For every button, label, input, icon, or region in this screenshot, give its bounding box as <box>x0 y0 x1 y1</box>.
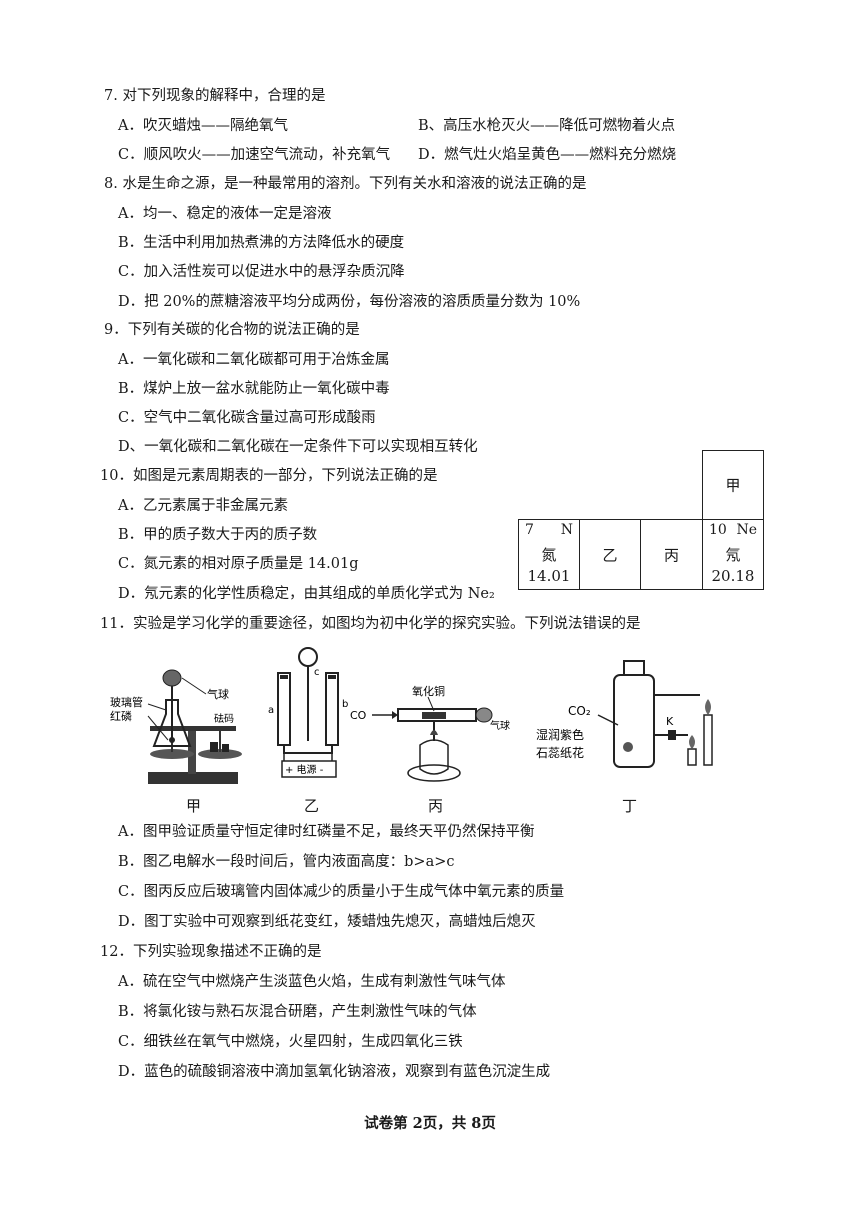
bing-co-label: CO <box>350 709 367 722</box>
q8-option-a: A．均一、稳定的液体一定是溶液 <box>118 206 332 222</box>
bing-cuo-label: 氧化铜 <box>412 685 445 698</box>
q9-option-b: B．煤炉上放一盆水就能防止一氧化碳中毒 <box>118 381 390 397</box>
yi-label-a: a <box>268 705 274 716</box>
figure-jia: 气球 玻璃管 红磷 砝码 <box>110 660 260 790</box>
figure-bing-drawing: CO 氧化铜 气球 <box>350 684 510 782</box>
q11-option-a: A．图甲验证质量守恒定律时红磷量不足，最终天平仍然保持平衡 <box>118 824 535 840</box>
ding-wet-label: 湿润紫色 <box>536 727 584 742</box>
q9-option-a: A．一氧化碳和二氧化碳都可用于冶炼金属 <box>118 352 390 368</box>
q10-option-d: D．氖元素的化学性质稳定，由其组成的单质化学式为 Ne₂ <box>118 586 495 602</box>
yi-label-c: c <box>314 667 320 678</box>
element-cell-nitrogen: 7 N 氮 14.01 <box>518 519 580 590</box>
jia-phosphorus-label: 红磷 <box>110 710 132 723</box>
q7-option-b: B、高压水枪灭火——降低可燃物着火点 <box>418 118 676 134</box>
jia-balloon-label: 气球 <box>207 687 229 701</box>
periodic-table-fragment: 甲 7 N 氮 14.01 乙 丙 10 Ne 氖 20.18 <box>518 450 764 590</box>
element-cell-bing: 丙 <box>640 519 703 590</box>
q12-stem: 12．下列实验现象描述不正确的是 <box>100 944 322 960</box>
ding-k-label: K <box>666 715 674 728</box>
neon-symbol: Ne <box>736 522 757 538</box>
nitrogen-name: 氮 <box>541 546 557 564</box>
figure-jia-drawing: 气球 玻璃管 红磷 砝码 <box>110 669 242 784</box>
q9-option-d: D、一氧化碳和二氧化碳在一定条件下可以实现相互转化 <box>118 439 478 455</box>
q12-option-a: A．硫在空气中燃烧产生淡蓝色火焰，生成有刺激性气味气体 <box>118 974 506 990</box>
q8-stem: 8. 水是生命之源，是一种最常用的溶剂。下列有关水和溶液的说法正确的是 <box>104 176 587 192</box>
element-cell-jia: 甲 <box>702 450 764 520</box>
yi-power-label: + 电源 - <box>285 763 324 776</box>
figure-ding-caption: 丁 <box>622 797 638 815</box>
element-cell-yi: 乙 <box>579 519 641 590</box>
nitrogen-symbol: N <box>560 522 573 538</box>
figure-bing: CO 氧化铜 气球 <box>350 684 510 785</box>
q8-option-b: B．生活中利用加热煮沸的方法降低水的硬度 <box>118 235 405 251</box>
q10-stem: 10．如图是元素周期表的一部分，下列说法正确的是 <box>100 468 438 484</box>
q7-option-c: C．顺风吹火——加速空气流动，补充氧气 <box>118 147 391 163</box>
q12-option-c: C．细铁丝在氧气中燃烧，火星四射，生成四氧化三铁 <box>118 1034 463 1050</box>
q12-option-d: D．蓝色的硫酸铜溶液中滴加氢氧化钠溶液，观察到有蓝色沉淀生成 <box>118 1064 551 1080</box>
figure-yi-caption: 乙 <box>304 797 320 815</box>
q11-stem: 11．实验是学习化学的重要途径，如图均为初中化学的探究实验。下列说法错误的是 <box>100 616 641 632</box>
q9-stem: 9．下列有关碳的化合物的说法正确的是 <box>104 322 360 338</box>
ding-co2-label: CO₂ <box>568 704 591 718</box>
q11-option-c: C．图丙反应后玻璃管内固体减少的质量小于生成气体中氧元素的质量 <box>118 884 565 900</box>
figure-ding-drawing: CO₂ K 湿润紫色 石蕊纸花 <box>536 660 713 768</box>
bing-balloon-label: 气球 <box>490 719 510 732</box>
q7-option-d: D．燃气灶火焰呈黄色——燃料充分燃烧 <box>418 147 677 163</box>
q9-option-c: C．空气中二氧化碳含量过高可形成酸雨 <box>118 410 376 426</box>
nitrogen-mass: 14.01 <box>527 567 571 585</box>
q12-option-b: B．将氯化铵与熟石灰混合研磨，产生刺激性气味的气体 <box>118 1004 477 1020</box>
neon-mass: 20.18 <box>711 567 755 585</box>
ding-flower-label: 石蕊纸花 <box>536 745 584 760</box>
element-yi-label: 乙 <box>602 546 618 564</box>
yi-label-b: b <box>342 699 348 710</box>
figure-yi-drawing: + 电源 - a b c <box>268 647 348 778</box>
jia-tube-label: 玻璃管 <box>110 695 143 709</box>
q8-option-c: C．加入活性炭可以促进水中的悬浮杂质沉降 <box>118 264 405 280</box>
figure-yi: + 电源 - a b c <box>262 645 354 780</box>
q7-stem: 7. 对下列现象的解释中，合理的是 <box>104 88 326 104</box>
figure-ding: CO₂ K 湿润紫色 石蕊纸花 <box>528 655 728 775</box>
element-bing-label: 丙 <box>663 546 679 564</box>
q10-option-a: A．乙元素属于非金属元素 <box>118 498 288 514</box>
neon-number: 10 <box>709 522 727 538</box>
q11-option-b: B．图乙电解水一段时间后，管内液面高度：b>a>c <box>118 854 455 870</box>
element-jia-label: 甲 <box>725 476 741 495</box>
q7-option-a: A．吹灭蜡烛——隔绝氧气 <box>118 118 288 134</box>
neon-name: 氖 <box>725 546 741 564</box>
element-cell-neon: 10 Ne 氖 20.18 <box>702 519 764 590</box>
figure-jia-caption: 甲 <box>186 797 202 815</box>
q8-option-d: D．把 20%的蔗糖溶液平均分成两份，每份溶液的溶质质量分数为 10% <box>118 294 581 310</box>
jia-weights-label: 砝码 <box>214 712 234 725</box>
q10-option-c: C．氮元素的相对原子质量是 14.01g <box>118 556 359 572</box>
nitrogen-number: 7 <box>525 522 534 538</box>
q10-option-b: B．甲的质子数大于丙的质子数 <box>118 527 318 543</box>
figure-bing-caption: 丙 <box>428 797 444 815</box>
page-footer: 试卷第 2页，共 8页 <box>364 1115 496 1132</box>
q11-option-d: D．图丁实验中可观察到纸花变红，矮蜡烛先熄灭，高蜡烛后熄灭 <box>118 914 536 930</box>
